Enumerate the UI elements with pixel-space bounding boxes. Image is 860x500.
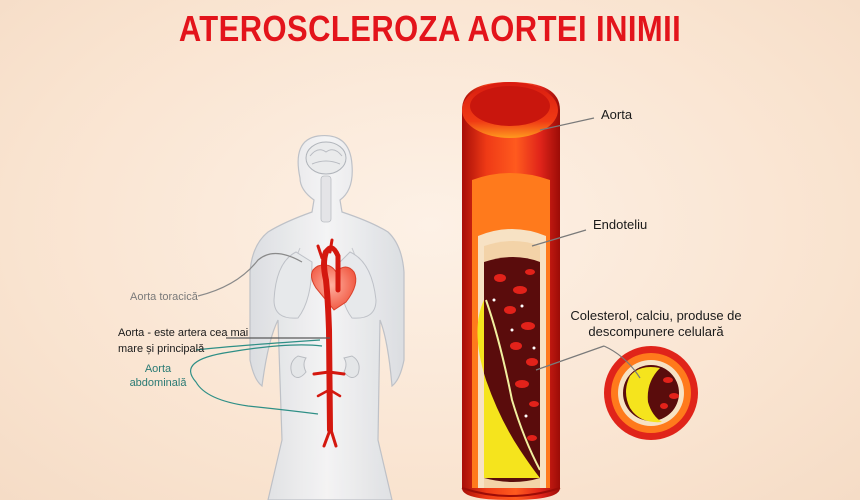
blood-cells — [494, 269, 539, 441]
label-aorta: Aorta — [601, 107, 633, 122]
label-aorta-main-line2: mare și principală — [118, 343, 205, 355]
leader-lines-body — [190, 252, 330, 415]
label-aorta-abdominala-line2: abdominală — [129, 377, 187, 389]
artery-longitudinal-section — [461, 82, 561, 500]
page-title: ATEROSCLEROZA AORTEI INIMII — [178, 8, 682, 49]
label-aorta-main-line1: Aorta - este artera cea mai — [118, 327, 249, 339]
label-aorta-toracica: Aorta toracică — [130, 291, 198, 303]
leader-lines-artery — [531, 117, 641, 379]
label-plaque-line2: descompunere celulară — [588, 324, 724, 339]
aorta-in-body — [312, 238, 346, 448]
artery-cross-section — [604, 346, 698, 440]
label-plaque-line1: Colesterol, calciu, produse de — [570, 308, 742, 323]
label-aorta-abdominala-line1: Aorta — [144, 363, 172, 375]
label-endoteliu: Endoteliu — [593, 217, 648, 232]
